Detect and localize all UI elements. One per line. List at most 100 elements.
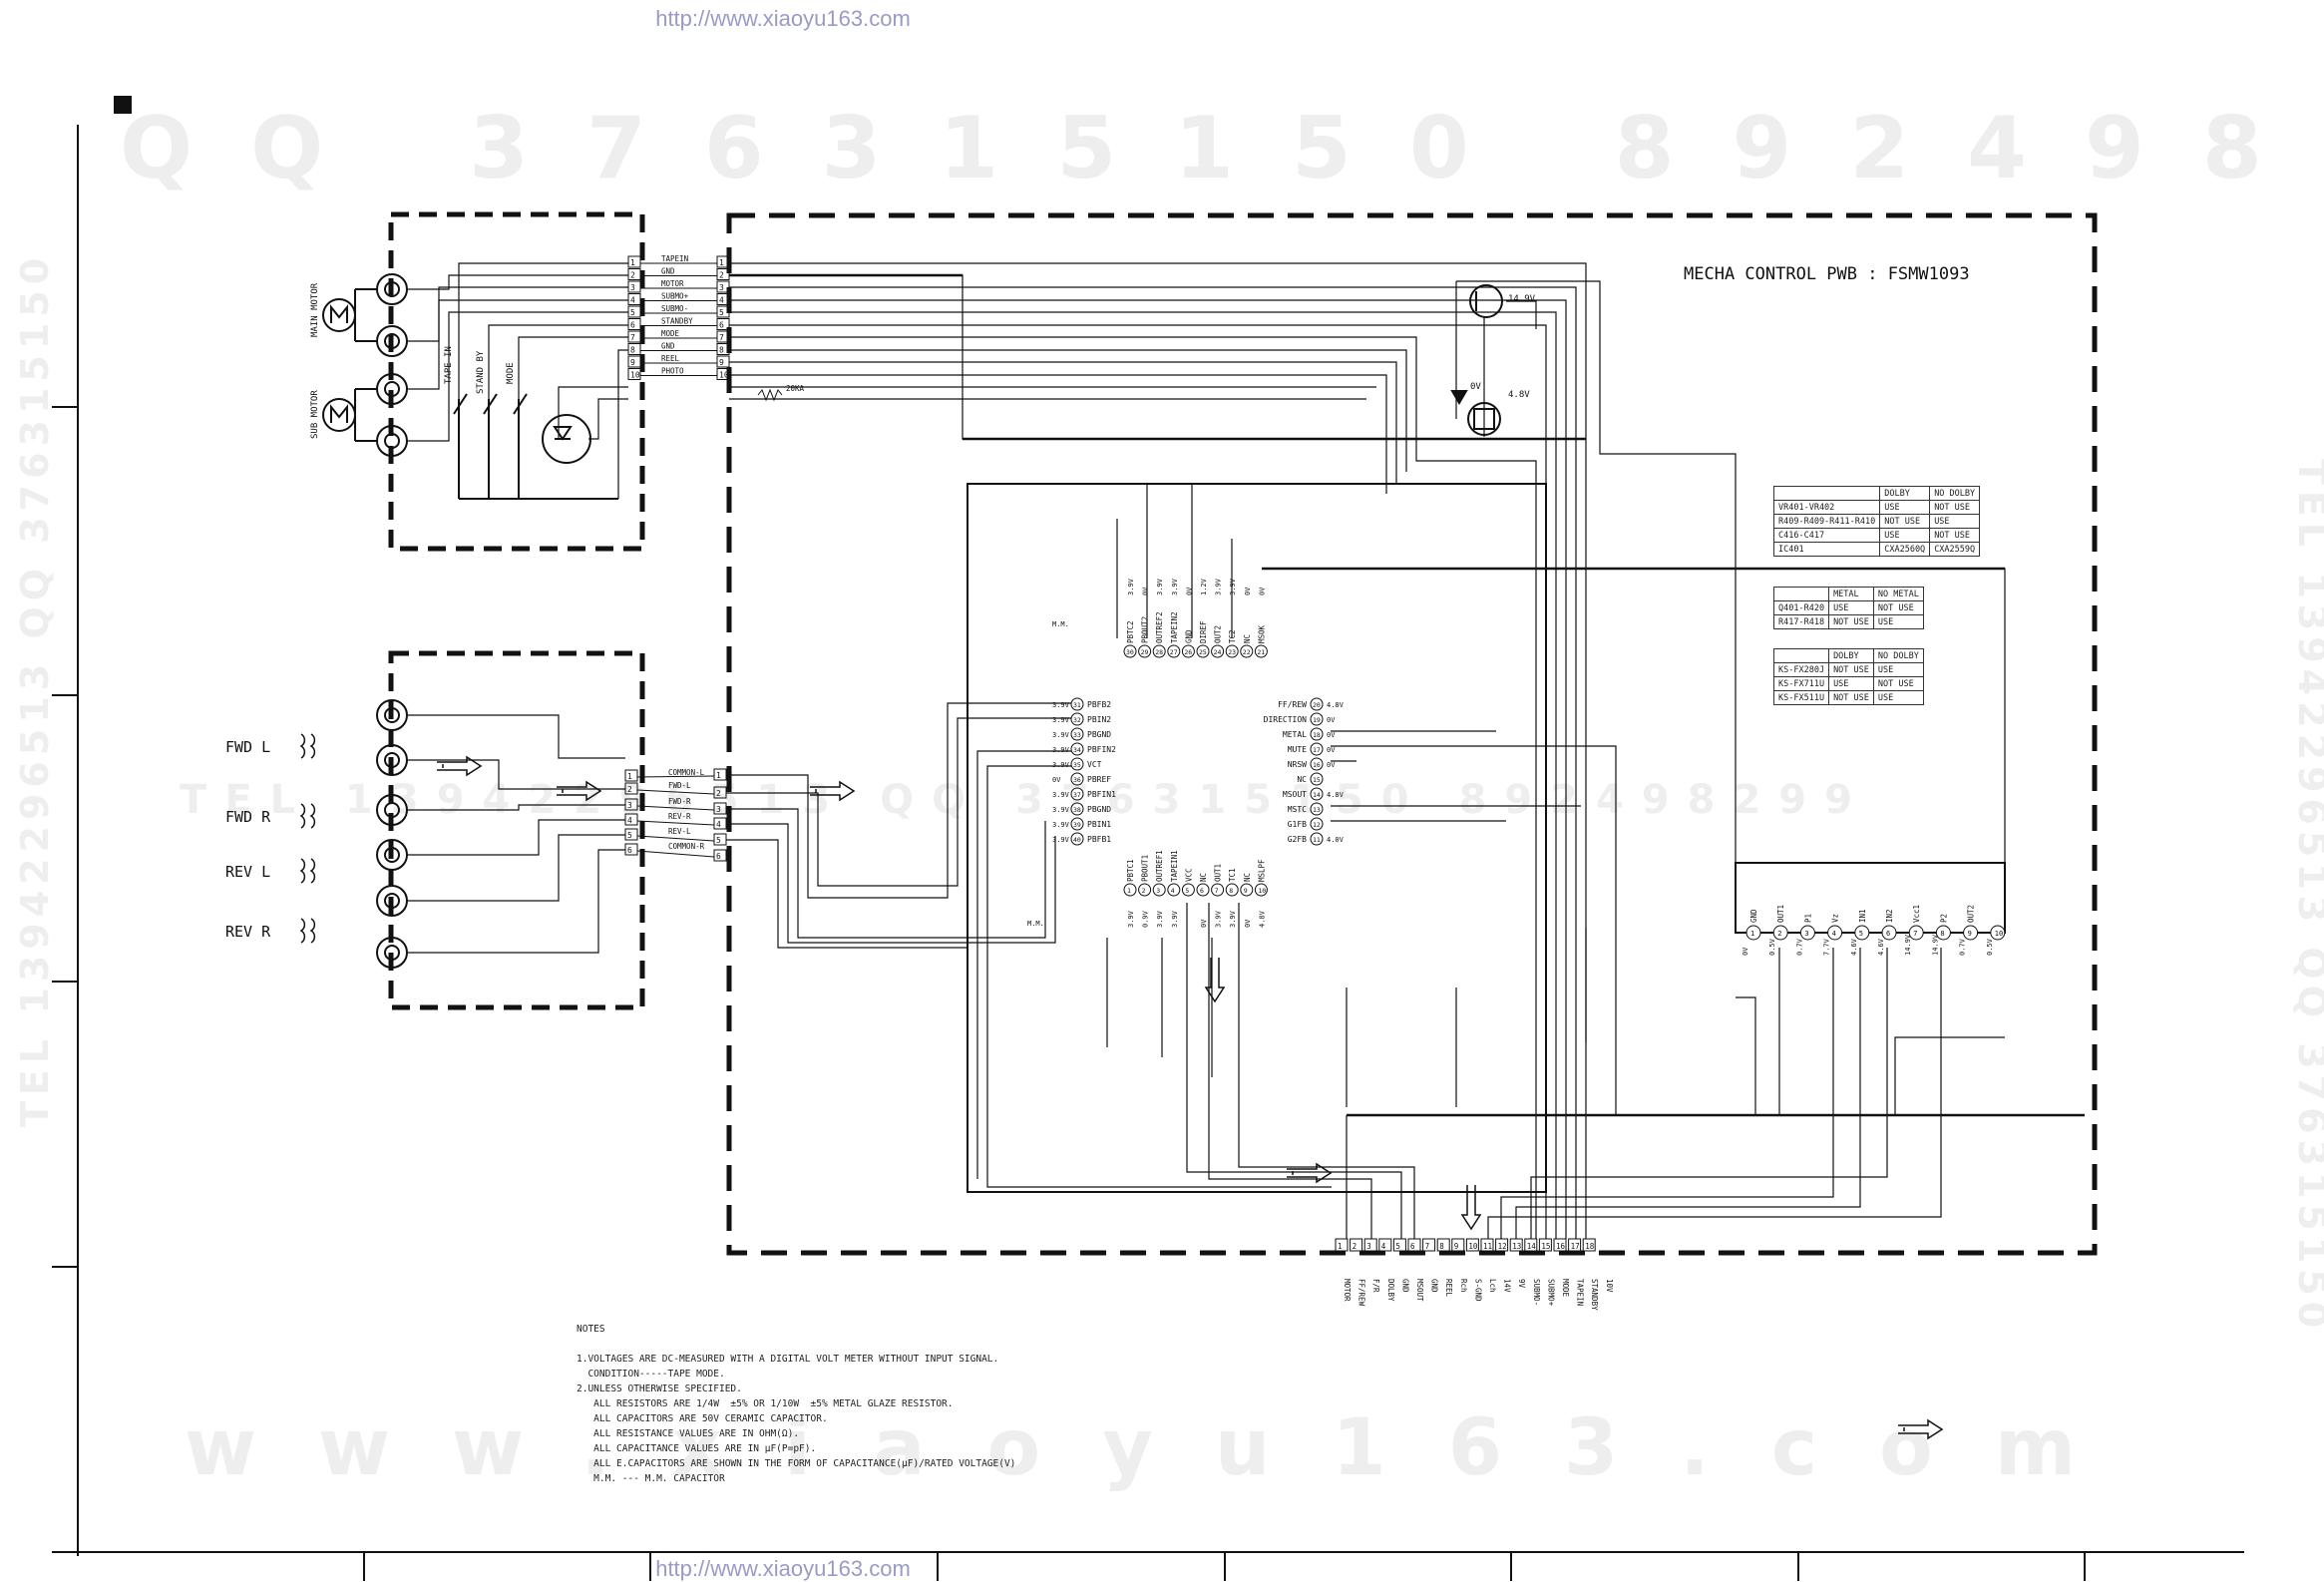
url-top[interactable]: http://www.xiaoyu163.com [655,6,911,31]
ic-pin-number: 25 [1199,648,1207,656]
ic-pin-number: 34 [1073,746,1081,754]
ic-pin-number: 5 [1185,887,1189,895]
out-pin-label: MOTOR [1343,1279,1352,1302]
out-pin-number: 14 [1527,1242,1537,1251]
dolby-table-cell: CXA2559Q [1929,542,1981,557]
dolby-table-cell: USE [1879,500,1931,515]
driver-pin [1935,925,1951,941]
ic-pin-number: 10 [1258,887,1266,895]
driver-pin-voltage: 0.5V [1986,938,1994,956]
ic-pin-name: DIREF [1199,620,1208,643]
ic-pin-name: PBTC1 [1126,859,1135,882]
out-pin-label: MSOUT [1415,1279,1424,1302]
ic-pin-name: GND [1184,629,1193,643]
driver-pin-voltage: 7.7V [1823,938,1831,956]
ic-pin [1211,883,1225,897]
ic-pin-voltage: 3.9V [1052,821,1070,829]
mech-pin-number: 5 [630,308,635,317]
mech-pin-box [627,343,641,355]
ic-pin [1152,644,1166,658]
metal-table-head-cell [1772,587,1830,601]
mech-pin-number: 10 [719,371,729,380]
ic-pin-name: NC [1243,634,1252,643]
wiring [407,262,2085,1239]
board-title: MECHA CONTROL PWB : FSMW1093 [1684,264,1970,284]
driver-ic: 1GND0V2OUT10.5V3P10.7V4Vz7.7V5IN14.6V6IN… [1735,862,2006,956]
metal-table-cell: USE [1872,614,1924,629]
driver-pin-number: 1 [1750,930,1754,938]
ic-pin-voltage: 0V [1052,776,1061,784]
ic-pin [1225,883,1239,897]
ic-pin-name: TAPEIN1 [1170,850,1179,882]
ic-pin-voltage: 0V [1244,919,1252,928]
driver-pin-voltage: 14.9V [1904,934,1912,956]
mech-pin-number: 4 [630,296,635,305]
head-pin-label: FWD-L [668,781,691,790]
url-bottom[interactable]: http://www.xiaoyu163.com [655,1556,911,1581]
ic-pin-name: TC2 [1228,629,1237,643]
head-pin-label: COMMON-L [668,768,705,777]
metal-table-head-cell: METAL [1828,587,1874,601]
ic-pin-voltage: 3.9V [1229,578,1237,595]
note-line: 2.UNLESS OTHERWISE SPECIFIED. [577,1384,742,1394]
note-line: ALL CAPACITORS ARE 50V CERAMIC CAPACITOR… [577,1413,828,1424]
head-pin-number: 5 [716,836,721,845]
driver-pin-voltage: 0.5V [1768,938,1776,956]
driver-pin-voltage: 14.9V [1931,934,1939,956]
ic-pin [1310,802,1324,816]
models-table-cell: USE [1872,662,1924,677]
ic-pin [1070,712,1084,726]
head-pin-label: REV-L [668,827,691,836]
driver-pin-name: IN2 [1885,909,1894,923]
out-pin-label: GND [1430,1279,1439,1293]
head-pin-number: 3 [627,801,632,810]
ic-pin-number: 32 [1073,716,1081,724]
driver-pin-number: 4 [1832,930,1836,938]
ic-pin-number: 36 [1073,776,1081,784]
ic-pin-number: 37 [1073,791,1081,799]
out-pin-number: 4 [1381,1242,1386,1251]
driver-pin-number: 7 [1913,930,1917,938]
ic-pin-name: PBFIN1 [1087,790,1116,799]
ic-pin [1070,787,1084,801]
ic-pin [1310,757,1324,771]
ic-pin-voltage: 0V [1327,761,1336,769]
out-pin-label: REEL [1444,1279,1453,1298]
motor-label-sub: SUB MOTOR [310,390,320,439]
watermark-mid: TEL 13942296513 QQ 376315150 892498299 [180,777,1870,823]
transistor-voltage-1: 14.9V [1508,294,1536,304]
out-pin-label: STANDBY [1590,1279,1599,1311]
driver-pin [1745,925,1761,941]
switch-label-standby: STAND BY [476,350,486,394]
mech-pin-label: GND [661,267,675,276]
driver-pin [1827,925,1843,941]
ic-pin-voltage: 0V [1258,587,1266,595]
driver-pin [1908,925,1924,941]
ic-pin-name: MSOK [1257,624,1266,643]
ic-pin [1310,772,1324,786]
ic-pin-name: VCC [1184,868,1193,882]
mech-pin-label: PHOTO [661,367,684,376]
ic-pin-name: PBGND [1087,730,1111,739]
dolby-table-cell: R409-R409-R411-R410 [1772,514,1881,529]
models-table-cell: USE [1872,690,1924,705]
driver-pin-name: GND [1749,909,1758,923]
watermark-top: QQ 376315150 892498299 [120,99,2324,198]
driver-pin-number: 2 [1777,930,1781,938]
driver-pin-number: 5 [1859,930,1863,938]
note-line: ALL RESISTANCE VALUES ARE IN OHM(Ω). [577,1428,800,1439]
metal-table-cell: NOT USE [1872,600,1924,615]
power-transistor [1450,284,1503,436]
models-table-cell: KS-FX511U [1772,690,1830,705]
out-pin-box [1392,1238,1406,1252]
mech-pin-number: 9 [719,358,724,367]
out-pin-label: Lch [1488,1279,1497,1293]
out-pin-number: 12 [1498,1242,1507,1251]
ic-pin-number: 19 [1313,716,1321,724]
ic-pin-voltage: 3.9V [1229,910,1237,928]
ic-pin-voltage: 3.9V [1052,761,1070,769]
head-pin-number: 4 [627,816,632,825]
